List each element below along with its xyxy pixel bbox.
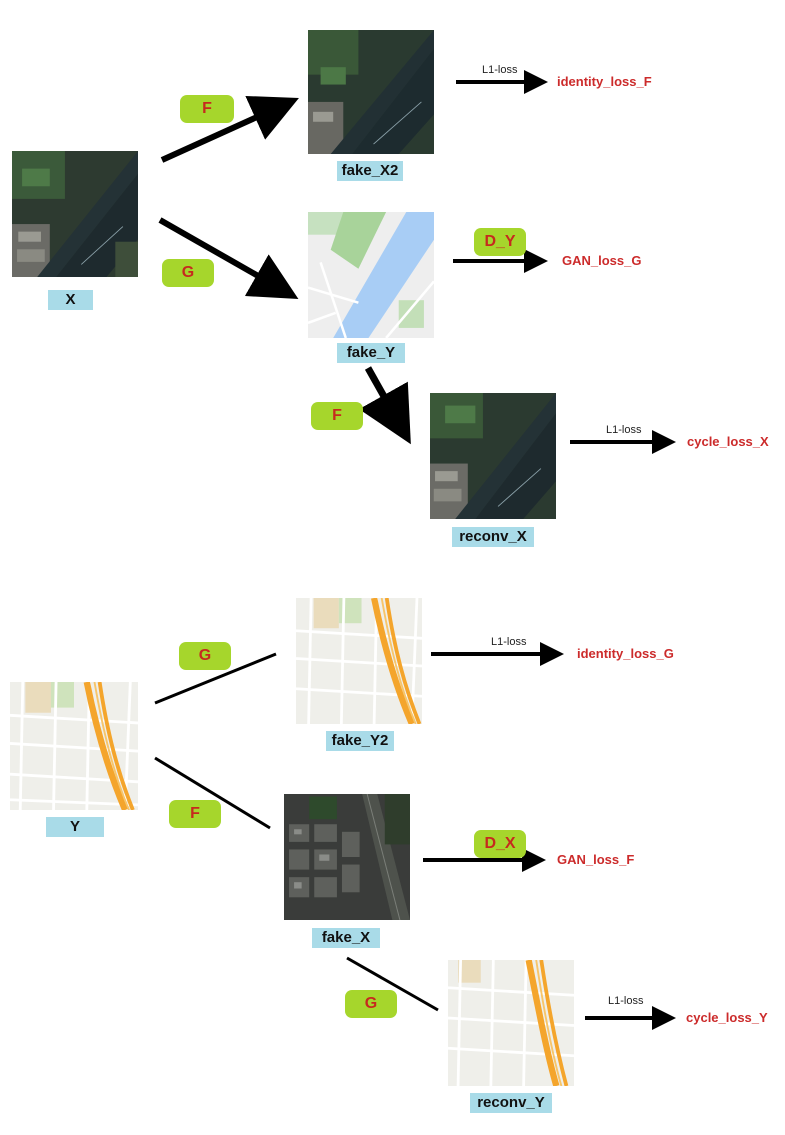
satellite-image-x — [12, 151, 138, 277]
caption-reconv-x: reconv_X — [452, 527, 534, 547]
satellite-image-fake-x2 — [308, 30, 434, 154]
l1-loss-label-b: L1-loss — [606, 424, 642, 436]
loss-gan-g: GAN_loss_G — [562, 253, 642, 268]
loss-identity-g: identity_loss_G — [577, 646, 674, 661]
arrow-x-to-fake-x2 — [160, 95, 299, 163]
caption-x: X — [48, 290, 93, 310]
caption-y: Y — [46, 817, 104, 837]
line-fake-x-to-reconv-y — [346, 956, 439, 1012]
l1-loss-label-a: L1-loss — [482, 64, 518, 76]
line-y-to-fake-y2 — [154, 652, 277, 705]
map-image-fake-y — [308, 212, 434, 338]
arrow-fake-y-to-reconv-x — [359, 366, 411, 445]
l1-loss-label-d: L1-loss — [608, 995, 644, 1007]
line-y-to-fake-x — [154, 756, 271, 830]
function-g-recon: G — [345, 990, 397, 1018]
caption-fake-y: fake_Y — [337, 343, 405, 363]
satellite-image-reconv-x — [430, 393, 556, 519]
function-g-bottom: G — [179, 642, 231, 670]
loss-gan-f: GAN_loss_F — [557, 852, 635, 867]
loss-identity-f: identity_loss_F — [557, 74, 652, 89]
caption-reconv-y: reconv_Y — [470, 1093, 552, 1113]
loss-cycle-y: cycle_loss_Y — [686, 1010, 768, 1025]
caption-fake-x2: fake_X2 — [337, 161, 403, 181]
map-image-fake-y2 — [296, 598, 422, 724]
caption-fake-y2: fake_Y2 — [326, 731, 394, 751]
function-f-top: F — [180, 95, 234, 123]
function-f-bottom: F — [169, 800, 221, 828]
loss-cycle-x: cycle_loss_X — [687, 434, 769, 449]
function-d-x: D_X — [474, 830, 526, 858]
satellite-image-fake-x — [284, 794, 410, 920]
caption-fake-x: fake_X — [312, 928, 380, 948]
function-f-recon: F — [311, 402, 363, 430]
map-image-y — [10, 682, 138, 810]
arrow-x-to-fake-y — [158, 217, 299, 299]
l1-loss-label-c: L1-loss — [491, 636, 527, 648]
map-image-reconv-y — [448, 960, 574, 1086]
function-d-y: D_Y — [474, 228, 526, 256]
function-g-top: G — [162, 259, 214, 287]
